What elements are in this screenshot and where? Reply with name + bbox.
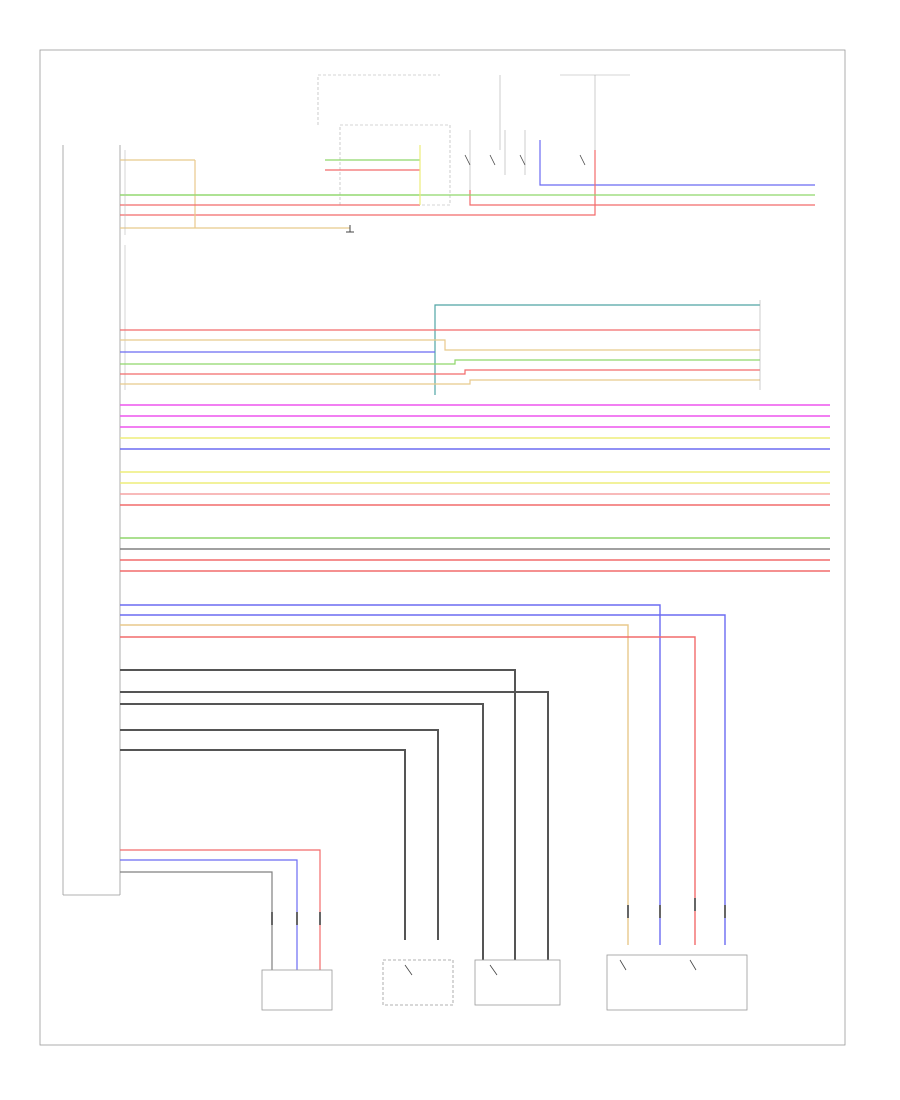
- component-seat-switch: [261, 969, 333, 1011]
- bus-2: [120, 471, 830, 506]
- lower-right-wires: [120, 604, 726, 945]
- bus-1: [120, 404, 830, 450]
- connector-icon: [271, 898, 726, 925]
- lower-dark-wires: [120, 669, 549, 960]
- passenger-seat-module: [62, 145, 121, 896]
- component-seat-sensor-2: [474, 959, 561, 1006]
- top-wires: [120, 140, 815, 229]
- lower-left-wires: [120, 849, 321, 970]
- relay-area: [317, 74, 630, 206]
- connector-group-mid: [120, 300, 761, 395]
- component-seat-sensor-1: [382, 959, 454, 1006]
- ground-icon: [346, 225, 354, 233]
- relay-switch-icon: [464, 154, 586, 166]
- diagram-border: [39, 49, 846, 1046]
- bus-3: [120, 537, 830, 572]
- component-seat-heater: [606, 954, 748, 1011]
- switch-icon: [404, 959, 697, 976]
